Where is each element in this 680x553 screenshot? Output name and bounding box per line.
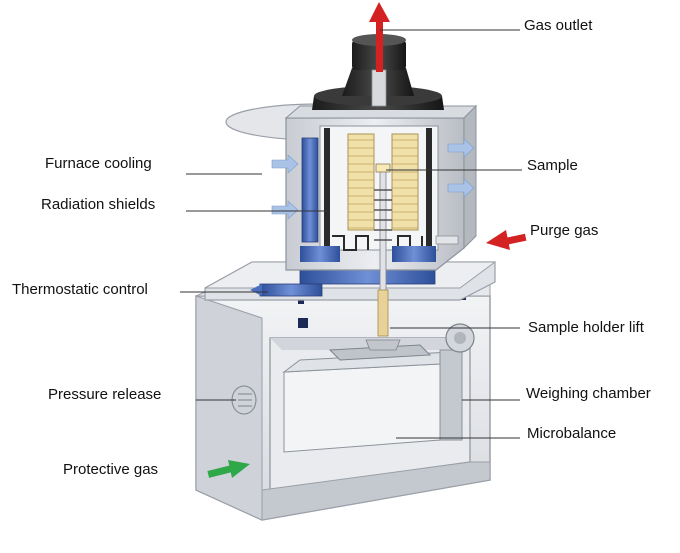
label-sample: Sample — [527, 157, 578, 174]
label-sample-holder-lift: Sample holder lift — [528, 319, 645, 336]
pressure-release-valve — [231, 385, 257, 415]
label-weighing-chamber: Weighing chamber — [526, 385, 651, 402]
furnace-cooling-arrows — [271, 138, 475, 220]
base-housing — [195, 269, 491, 521]
heating-coil-left — [347, 133, 375, 231]
sample-holder-lift-sleeve — [377, 289, 389, 337]
purge-gas-arrow — [486, 230, 527, 250]
sample-crucible — [375, 163, 391, 173]
heating-coil-right — [391, 133, 419, 231]
protective-gas-arrow — [207, 460, 250, 478]
label-pressure-release: Pressure release — [48, 386, 161, 403]
microbalance-block — [283, 363, 441, 453]
label-furnace-cooling: Furnace cooling — [45, 155, 152, 172]
label-microbalance: Microbalance — [527, 425, 616, 442]
label-radiation-shields: Radiation shields — [41, 196, 155, 213]
furnace — [225, 103, 478, 351]
label-thermostatic-control: Thermostatic control — [12, 281, 148, 298]
label-protective-gas: Protective gas — [63, 461, 158, 478]
leader-lines — [180, 29, 522, 439]
gas-outlet-cap — [312, 34, 444, 110]
gas-outlet-arrow — [369, 2, 390, 72]
label-gas-outlet: Gas outlet — [524, 17, 593, 34]
label-purge-gas: Purge gas — [530, 222, 598, 239]
